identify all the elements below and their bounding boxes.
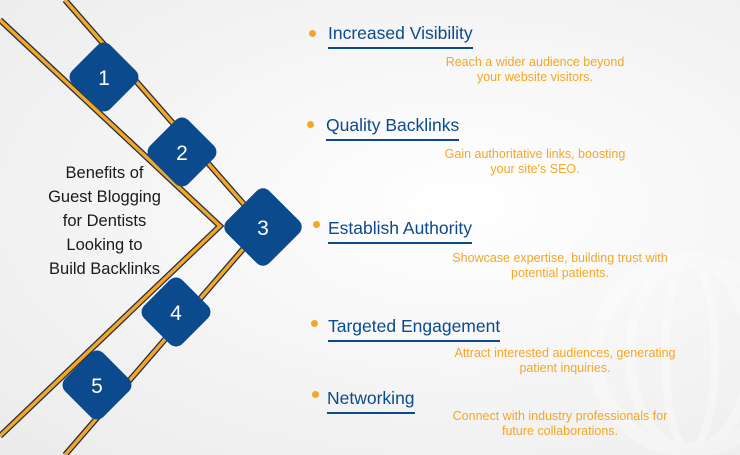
diamond-marker	[69, 42, 139, 112]
title-line: for Dentists	[62, 212, 147, 230]
title-line: Benefits of	[65, 164, 144, 182]
title-underline	[328, 47, 473, 49]
step-number: 3	[257, 217, 269, 240]
step-5-description: Connect with industry professionals for …	[430, 409, 690, 439]
diamond-marker	[224, 188, 302, 266]
step-3-title-text: Establish Authority	[328, 218, 472, 238]
step-number: 4	[170, 302, 182, 325]
bullet-icon	[312, 391, 319, 398]
title-underline	[327, 412, 415, 414]
diamond-marker	[62, 350, 132, 420]
bullet-icon	[313, 221, 320, 228]
title-line: Build Backlinks	[49, 260, 160, 278]
desc-line: Showcase expertise, building trust with	[452, 251, 668, 265]
step-1-title-text: Increased Visibility	[328, 23, 473, 43]
desc-line: your website visitors.	[476, 70, 593, 84]
desc-line: Attract interested audiences, generating	[454, 346, 676, 360]
desc-line: Gain authoritative links, boosting	[444, 147, 626, 161]
step-2-title-text: Quality Backlinks	[326, 115, 460, 135]
desc-line: Reach a wider audience beyond	[445, 55, 625, 69]
step-number: 1	[98, 67, 110, 90]
step-2-title: Quality Backlinks	[326, 115, 460, 141]
step-3-node: 3	[224, 188, 302, 266]
step-5-node: 5	[62, 350, 132, 420]
step-4-description: Attract interested audiences, generating…	[435, 346, 695, 376]
desc-line: future collaborations.	[501, 424, 619, 438]
bullet-icon	[311, 320, 318, 327]
title-line: Guest Blogging	[48, 188, 161, 206]
diamond-marker	[141, 277, 211, 347]
diamond-marker	[147, 117, 217, 187]
bullet-icon	[307, 121, 314, 128]
step-2-description: Gain authoritative links, boosting your …	[420, 147, 650, 177]
step-2-node: 2	[147, 117, 217, 187]
desc-line: your site's SEO.	[490, 162, 580, 176]
globe-watermark	[588, 253, 740, 455]
desc-line: Connect with industry professionals for	[452, 409, 668, 423]
step-4-node: 4	[141, 277, 211, 347]
title-underline	[328, 242, 472, 244]
step-5-title: Networking	[327, 388, 415, 414]
step-number: 2	[176, 142, 188, 165]
title-line: Looking to	[66, 236, 143, 254]
step-1-node: 1	[69, 42, 139, 112]
step-1-description: Reach a wider audience beyond your websi…	[425, 55, 645, 85]
diagram-title: Benefits of Guest Blogging for Dentists …	[22, 161, 187, 281]
title-underline	[326, 139, 460, 141]
step-number: 5	[91, 375, 103, 398]
desc-line: patient inquiries.	[519, 361, 611, 375]
desc-line: potential patients.	[511, 266, 609, 280]
bullet-icon	[309, 30, 316, 37]
title-underline	[328, 340, 501, 342]
outer-rail-fill	[0, 18, 223, 438]
step-1-title: Increased Visibility	[328, 23, 473, 49]
step-3-description: Showcase expertise, building trust with …	[430, 251, 690, 281]
step-4-title-text: Targeted Engagement	[328, 316, 501, 336]
step-3-title: Establish Authority	[328, 218, 472, 244]
step-4-title: Targeted Engagement	[328, 316, 501, 342]
step-5-title-text: Networking	[327, 388, 415, 408]
